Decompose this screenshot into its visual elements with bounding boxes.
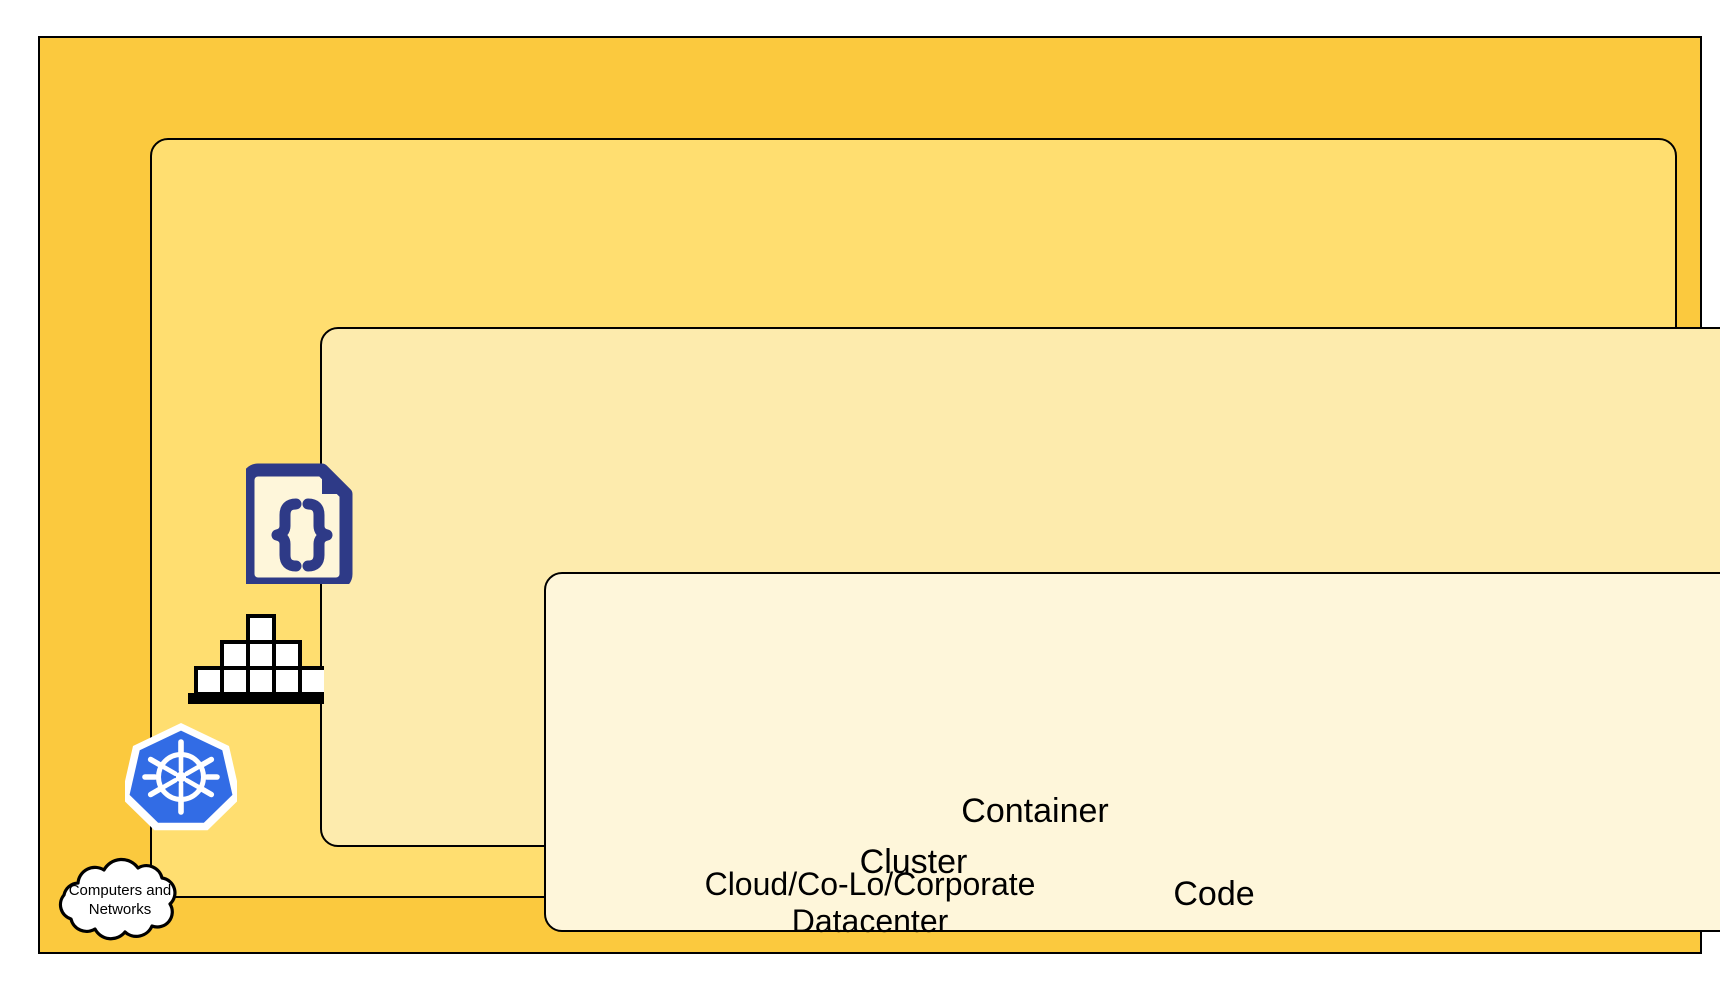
layer-code[interactable]: Code [544,572,1720,932]
layer-container[interactable]: Code Container [320,327,1720,932]
layer-code-label: Code [1173,874,1255,913]
layer-datacenter-label: Cloud/Co-Lo/Corporate Datacenter [704,866,1036,940]
kubernetes-logo [121,718,241,836]
layer-datacenter[interactable]: Code Container Cluster Cloud/Co-Lo/Corpo… [38,36,1720,954]
computers-and-networks-callout[interactable]: Computers and Networks [40,855,200,945]
layer-container-label: Container [961,791,1109,830]
layer-cluster[interactable]: Code Container Cluster [150,138,1720,932]
cloud-shape-icon [58,857,177,941]
layer-cluster-label: Cluster [859,842,968,881]
code-file-icon [241,460,358,591]
container-blocks-icon [188,612,328,704]
